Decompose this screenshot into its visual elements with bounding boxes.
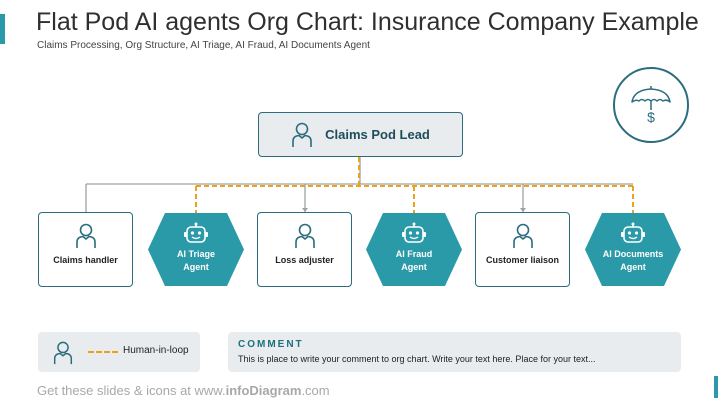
node-ai-triage-agent: AI Triage Agent: [147, 212, 245, 287]
accent-bar-left: [0, 14, 5, 44]
lead-label: Claims Pod Lead: [325, 127, 430, 142]
hexagon-shape: [585, 213, 681, 286]
robot-icon: [402, 222, 426, 243]
claims-pod-lead-box: Claims Pod Lead: [258, 112, 463, 157]
page-subtitle: Claims Processing, Org Structure, AI Tri…: [37, 40, 370, 51]
person-icon: [292, 122, 312, 147]
footer-brand: infoDiagram: [225, 383, 302, 398]
label-line-2: Agent: [401, 262, 427, 272]
hexagon-shape: [148, 213, 244, 286]
person-icon: [75, 223, 96, 248]
node-label: Customer liaison: [485, 255, 559, 265]
node-label: Claims handler: [53, 255, 118, 265]
node-label: Loss adjuster: [275, 255, 334, 265]
comment-heading: COMMENT: [238, 339, 304, 350]
legend: Human-in-loop: [38, 332, 200, 372]
label-line-1: AI Triage: [176, 249, 215, 259]
node-label: AI Fraud Agent: [396, 248, 433, 274]
node-label: AI Triage Agent: [177, 248, 215, 274]
dashed-line-swatch: [88, 351, 118, 353]
legend-label: Human-in-loop: [123, 345, 189, 356]
page-title: Flat Pod AI agents Org Chart: Insurance …: [36, 8, 699, 36]
footer-suffix: .com: [301, 383, 330, 398]
label-line-2: Agent: [183, 262, 209, 272]
accent-bar-right: [714, 376, 718, 398]
hexagon-shape: [366, 213, 462, 286]
comment-text: This is place to write your comment to o…: [238, 354, 596, 364]
person-icon: [512, 223, 533, 248]
person-icon: [294, 223, 315, 248]
node-ai-documents-agent: AI Documents Agent: [584, 212, 682, 287]
node-label: AI Documents Agent: [603, 248, 664, 274]
footer-prefix: Get these slides & icons at www.: [37, 383, 226, 398]
person-icon: [53, 341, 73, 365]
node-ai-fraud-agent: AI Fraud Agent: [365, 212, 463, 287]
robot-icon: [621, 222, 645, 243]
comment-box: COMMENT This is place to write your comm…: [228, 332, 681, 372]
node-loss-adjuster: Loss adjuster: [257, 212, 352, 287]
label-line-1: AI Fraud: [395, 249, 433, 259]
label-line-2: Agent: [620, 262, 646, 272]
robot-icon: [184, 222, 208, 243]
label-line-1: AI Documents: [602, 249, 664, 259]
svg-text:$: $: [647, 109, 655, 125]
umbrella-dollar-icon: $: [613, 67, 689, 143]
node-claims-handler: Claims handler: [38, 212, 133, 287]
node-customer-liaison: Customer liaison: [475, 212, 570, 287]
footer-credit: Get these slides & icons at www.infoDiag…: [37, 383, 330, 398]
